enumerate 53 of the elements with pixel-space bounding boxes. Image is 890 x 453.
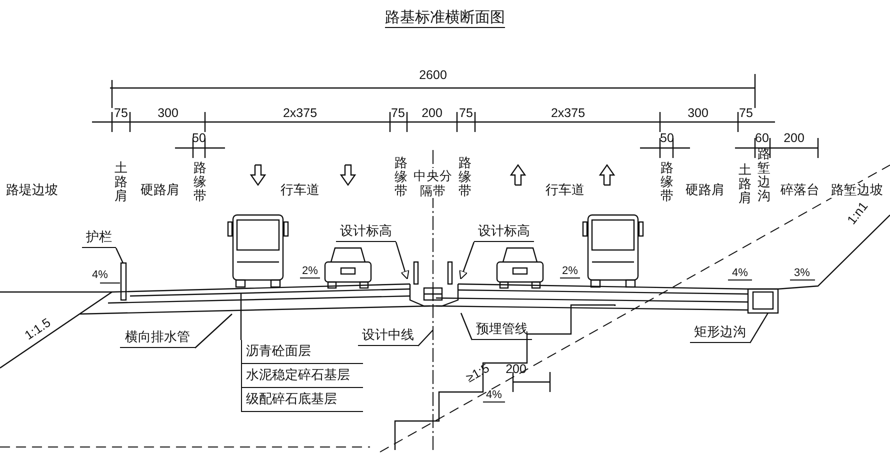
zone-label: 碎落台 bbox=[780, 183, 820, 198]
slope-label: 2% bbox=[302, 264, 318, 279]
dimension-label: 75 bbox=[391, 106, 405, 121]
slope-label: 4% bbox=[92, 268, 108, 283]
leader-line bbox=[115, 248, 124, 264]
zone-label: 中央分隔带 bbox=[413, 168, 453, 198]
dimension-label: 200 bbox=[784, 131, 804, 146]
zone-label: 行车道 bbox=[546, 183, 584, 198]
zone-label: 路缘带 bbox=[458, 157, 472, 199]
dimension-label: 200 bbox=[506, 362, 526, 377]
leader-line bbox=[395, 242, 410, 280]
layer-label: 沥青砼面层 bbox=[242, 340, 363, 364]
layer-label: 级配碎石底基层 bbox=[242, 388, 363, 412]
leader-line bbox=[749, 312, 769, 344]
callout-label: 预埋管线 bbox=[472, 322, 532, 340]
callout-label: 设计中线 bbox=[358, 328, 418, 346]
zone-label: 路堤边坡 bbox=[6, 183, 58, 198]
dimension-label: 60 bbox=[755, 131, 769, 146]
zone-label: 路缘带 bbox=[394, 157, 408, 199]
slope-label: 2% bbox=[562, 264, 578, 279]
title: 路基标准横断面图 bbox=[385, 8, 505, 28]
dimension-label: 200 bbox=[422, 106, 442, 121]
zone-label: 路缘带 bbox=[193, 162, 207, 204]
zone-label: 行车道 bbox=[280, 183, 320, 198]
slope-label: 3% bbox=[794, 266, 810, 281]
dimension-label: 2600 bbox=[419, 68, 447, 83]
dimension-label: 2x375 bbox=[282, 106, 318, 121]
dimension-label: 300 bbox=[688, 106, 708, 121]
zone-label: 路缘带 bbox=[660, 162, 674, 204]
zone-label: 路堑边坡 bbox=[831, 183, 883, 198]
dimension-label: 75 bbox=[114, 106, 128, 121]
zone-label: 硬路肩 bbox=[686, 183, 724, 198]
layer-label: 水泥稳定碎石基层 bbox=[242, 364, 363, 388]
callout-label: 设计标高 bbox=[336, 224, 396, 242]
layer-label-stack bbox=[241, 340, 363, 412]
zone-label: 土路肩 bbox=[114, 162, 128, 204]
dimension-label: 2x375 bbox=[550, 106, 586, 121]
dimension-label: 75 bbox=[739, 106, 753, 121]
callout-label: 横向排水管 bbox=[120, 330, 195, 348]
slope-label: 4% bbox=[486, 388, 502, 403]
callout-label: 设计标高 bbox=[474, 224, 534, 242]
slope-label: 4% bbox=[732, 266, 748, 281]
zone-label: 土路肩 bbox=[738, 164, 752, 206]
zone-label: 硬路肩 bbox=[140, 183, 180, 198]
dimension-label: 300 bbox=[158, 106, 178, 121]
leader-line bbox=[459, 242, 475, 280]
dimension-label: 75 bbox=[459, 106, 473, 121]
callout-label: 矩形边沟 bbox=[690, 325, 750, 343]
leader-line bbox=[418, 330, 434, 346]
leader-line bbox=[194, 314, 232, 348]
leader-line bbox=[240, 293, 242, 340]
callout-label: 护栏 bbox=[82, 230, 116, 248]
leader-line bbox=[460, 312, 473, 340]
